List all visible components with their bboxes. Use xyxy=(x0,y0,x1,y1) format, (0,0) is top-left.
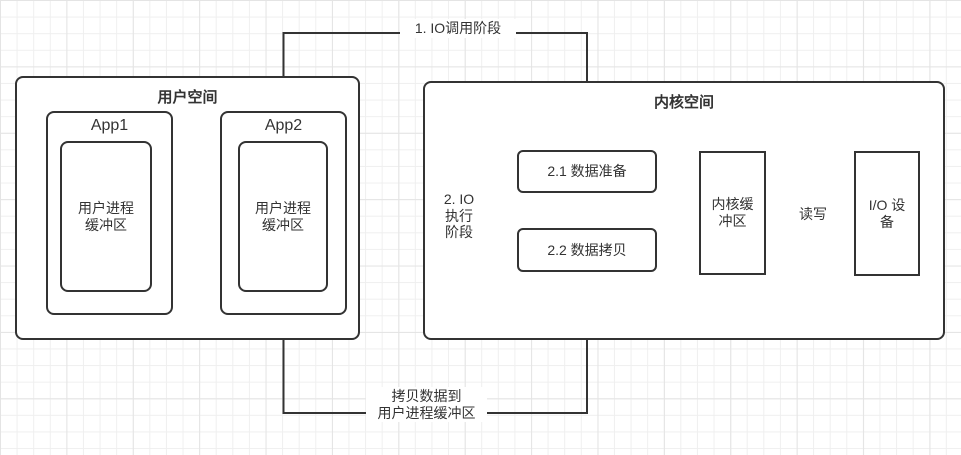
exec-phase-label: 2. IO 执行 阶段 xyxy=(443,191,475,241)
copy-back-label: 拷贝数据到 用户进程缓冲区 xyxy=(366,387,487,423)
kernel-space-title: 内核空间 xyxy=(653,94,714,111)
io-device-box: I/O 设 备 xyxy=(854,151,920,276)
app1-buffer-box: 用户进程 缓冲区 xyxy=(60,141,152,292)
kernel-buffer-label: 内核缓 冲区 xyxy=(711,196,754,229)
io-device-label: I/O 设 备 xyxy=(868,196,906,230)
step-2-1-box: 2.1 数据准备 xyxy=(517,150,657,193)
read-write-label: 读写 xyxy=(792,205,834,224)
user-space-title: 用户空间 xyxy=(157,89,218,106)
app2-buffer-label: 用户进程 缓冲区 xyxy=(255,199,311,233)
app2-buffer-box: 用户进程 缓冲区 xyxy=(238,141,328,292)
step-2-2-label: 2.2 数据拷贝 xyxy=(547,241,627,258)
call-phase-label: 1. IO调用阶段 xyxy=(400,19,516,38)
app2-label: App2 xyxy=(264,117,303,134)
kernel-buffer-box: 内核缓 冲区 xyxy=(699,151,766,275)
step-2-1-label: 2.1 数据准备 xyxy=(547,163,627,180)
app1-label: App1 xyxy=(90,117,129,134)
step-2-2-box: 2.2 数据拷贝 xyxy=(517,228,657,272)
app1-buffer-label: 用户进程 缓冲区 xyxy=(78,199,134,233)
